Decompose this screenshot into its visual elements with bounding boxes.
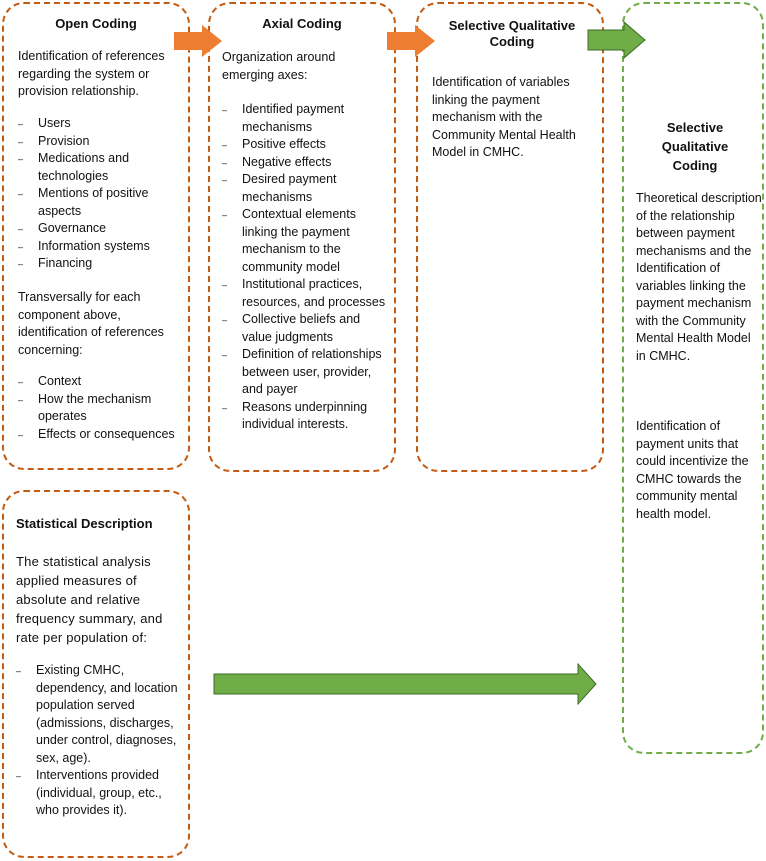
open-coding-intro: Identification of references regarding t…	[18, 49, 165, 98]
list-item: Provision	[18, 133, 184, 151]
selective-coding-title: Selective Qualitative Coding	[448, 18, 576, 49]
list-item: Reasons underpinning individual interest…	[222, 399, 390, 434]
arrow-shape	[174, 25, 222, 57]
list-item: Effects or consequences	[18, 426, 184, 444]
list-item: Financing	[18, 255, 184, 273]
statistical-description-box: Statistical Description The statistical …	[2, 490, 190, 858]
final-coding-para-1: Theoretical description of the relations…	[636, 191, 762, 363]
list-item: Mentions of positive aspects	[18, 185, 184, 220]
open-coding-list-2: Context How the mechanism operates Effec…	[18, 373, 184, 443]
list-item: Information systems	[18, 238, 184, 256]
list-item: Users	[18, 115, 184, 133]
axial-coding-box: Axial Coding Organization around emergin…	[208, 2, 396, 472]
arrow-shape	[213, 662, 597, 706]
arrow-open-to-axial	[174, 25, 222, 57]
list-item: Medications and technologies	[18, 150, 184, 185]
arrow-selective-to-final	[587, 20, 646, 60]
statistical-description-list: Existing CMHC, dependency, and location …	[16, 662, 184, 820]
final-coding-para-2: Identification of payment units that cou…	[636, 419, 749, 521]
list-item: Contextual elements linking the payment …	[222, 206, 390, 276]
axial-coding-title: Axial Coding	[262, 16, 342, 31]
open-coding-box: Open Coding Identification of references…	[2, 2, 190, 470]
selective-coding-text: Identification of variables linking the …	[432, 75, 576, 159]
statistical-description-intro: The statistical analysis applied measure…	[16, 554, 163, 645]
list-item: Definition of relationships between user…	[222, 346, 390, 399]
open-coding-title: Open Coding	[55, 16, 137, 31]
axial-coding-list: Identified payment mechanisms Positive e…	[222, 101, 390, 434]
list-item: Positive effects	[222, 136, 390, 154]
arrow-axial-to-selective	[387, 25, 435, 57]
arrow-shape	[587, 20, 646, 60]
open-coding-transversal: Transversally for each component above, …	[18, 290, 164, 357]
final-coding-box: Selective Qualitative Coding Theoretical…	[622, 2, 764, 754]
final-coding-title: Selective Qualitative Coding	[661, 120, 729, 173]
selective-coding-box: Selective Qualitative Coding Identificat…	[416, 2, 604, 472]
list-item: Collective beliefs and value judgments	[222, 311, 390, 346]
statistical-description-title: Statistical Description	[16, 516, 153, 531]
axial-coding-intro: Organization around emerging axes:	[222, 50, 336, 82]
list-item: How the mechanism operates	[18, 391, 184, 426]
list-item: Identified payment mechanisms	[222, 101, 390, 136]
list-item: Desired payment mechanisms	[222, 171, 390, 206]
list-item: Interventions provided (individual, grou…	[16, 767, 184, 820]
list-item: Institutional practices, resources, and …	[222, 276, 390, 311]
open-coding-list: Users Provision Medications and technolo…	[18, 115, 184, 273]
list-item: Negative effects	[222, 154, 390, 172]
arrow-statistical-to-final	[213, 662, 597, 706]
list-item: Existing CMHC, dependency, and location …	[16, 662, 184, 767]
arrow-shape	[387, 25, 435, 57]
list-item: Context	[18, 373, 184, 391]
list-item: Governance	[18, 220, 184, 238]
